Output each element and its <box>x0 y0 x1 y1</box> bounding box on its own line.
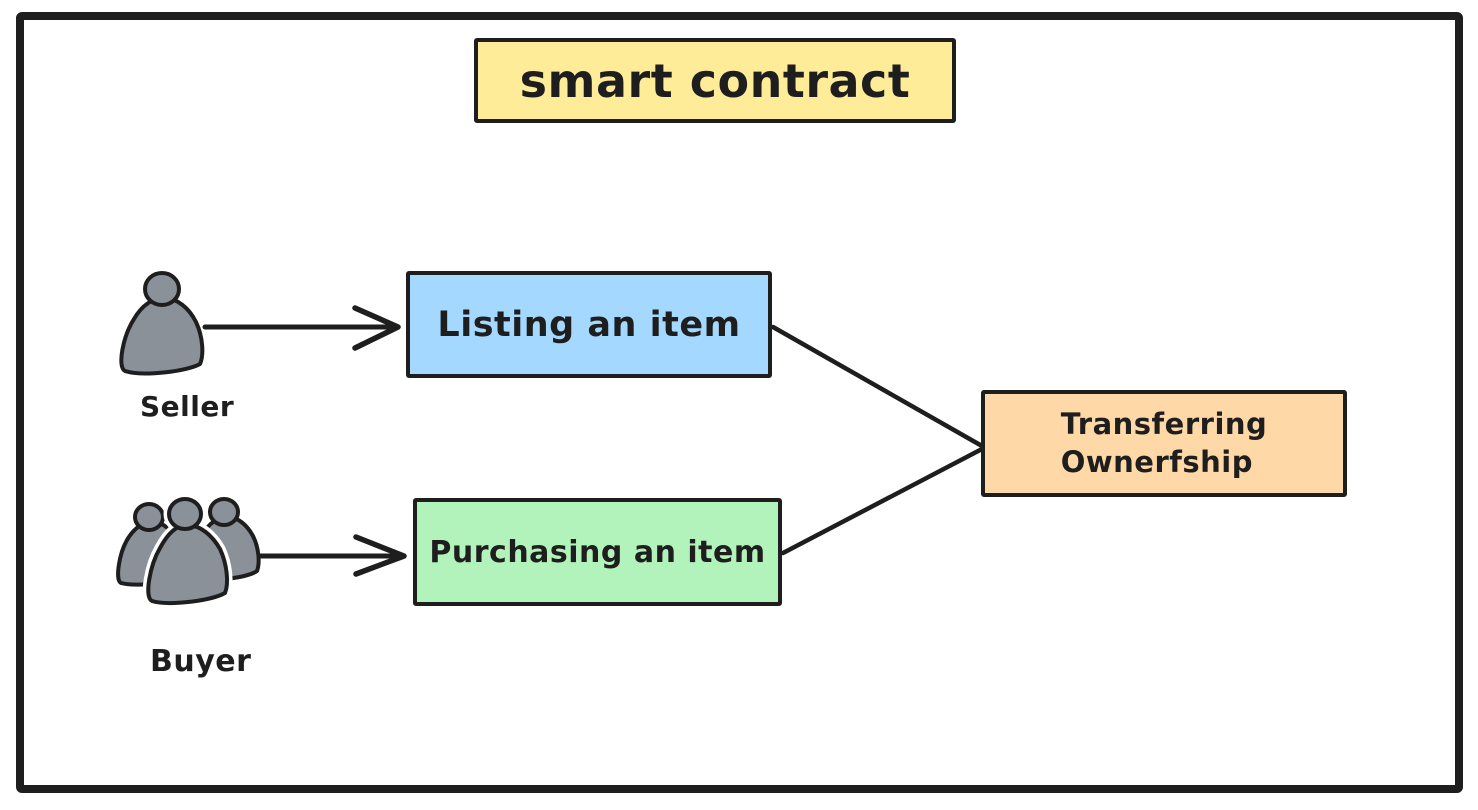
seller-head <box>143 271 181 307</box>
seller-to-listing-arrow <box>202 305 401 351</box>
buyer-person-front <box>142 493 233 609</box>
transfer-node: Transferring Ownerfship <box>981 390 1347 497</box>
listing-node: Listing an item <box>406 271 772 378</box>
buyer-label: Buyer <box>150 644 252 679</box>
purchasing-node: Purchasing an item <box>413 498 782 606</box>
listing-to-transfer-connector <box>770 324 985 449</box>
seller-label: Seller <box>140 390 235 423</box>
title-node: smart contract <box>474 38 956 123</box>
purchasing-to-transfer-connector <box>780 446 985 556</box>
transfer-label-line1: Transferring <box>1060 407 1268 442</box>
seller-body <box>119 296 205 376</box>
outer-frame <box>16 12 1463 793</box>
title-text: smart contract <box>519 53 911 108</box>
buyer-group-icon <box>116 493 261 609</box>
buyer-to-purchasing-arrow <box>254 534 407 577</box>
seller-person-icon <box>119 271 205 376</box>
transfer-label: Transferring Ownerfship <box>1061 406 1268 480</box>
transfer-label-line2: Ownerfship <box>1060 444 1253 479</box>
listing-label: Listing an item <box>437 304 741 345</box>
purchasing-label: Purchasing an item <box>429 534 766 570</box>
